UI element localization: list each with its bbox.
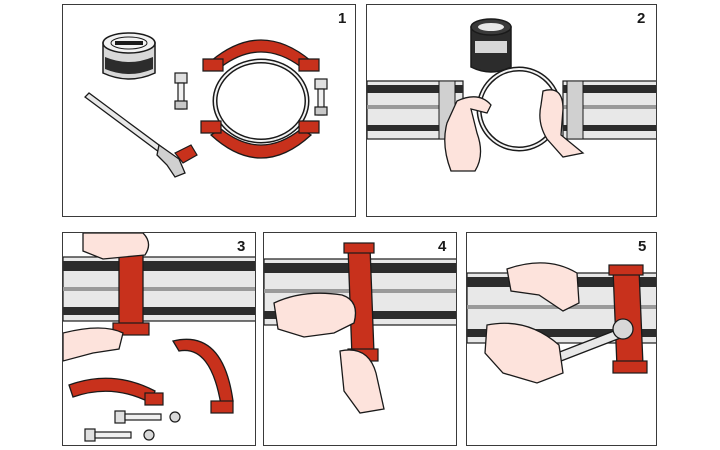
hand-icon [82,233,150,260]
lubricant-can-icon [102,32,156,80]
bolt-icon [84,428,155,442]
gasket-icon [212,58,310,144]
step-panel-2: 2 [366,4,657,217]
hand-icon [339,349,385,414]
step-number-3: 3 [237,238,246,255]
pipe-icon [562,80,656,140]
hand-icon [506,262,580,312]
coupling-housing-icon [608,264,648,374]
coupling-housing-icon [202,39,320,72]
hand-icon [444,96,492,172]
hand-icon [273,292,357,338]
coupling-housing-icon [112,252,150,336]
step-number-2: 2 [637,10,646,27]
step-number-5: 5 [638,238,647,255]
coupling-housing-icon [200,120,320,159]
lubricant-can-icon [470,18,512,73]
hand-icon [539,89,585,158]
step-number-1: 1 [338,10,347,27]
pipe-icon [63,256,255,322]
wrench-icon [84,92,198,178]
hand-icon [484,322,564,384]
step-panel-3: 3 [62,232,256,446]
coupling-housing-icon [68,377,164,406]
bolt-icon [114,410,181,424]
bolt-icon [174,72,188,110]
step-panel-1: 1 [62,4,356,217]
step-panel-4: 4 [263,232,457,446]
coupling-housing-icon [171,338,234,414]
step-number-4: 4 [438,238,447,255]
step-panel-5: 5 [466,232,657,446]
bolt-icon [314,78,328,116]
hand-icon [63,327,124,362]
